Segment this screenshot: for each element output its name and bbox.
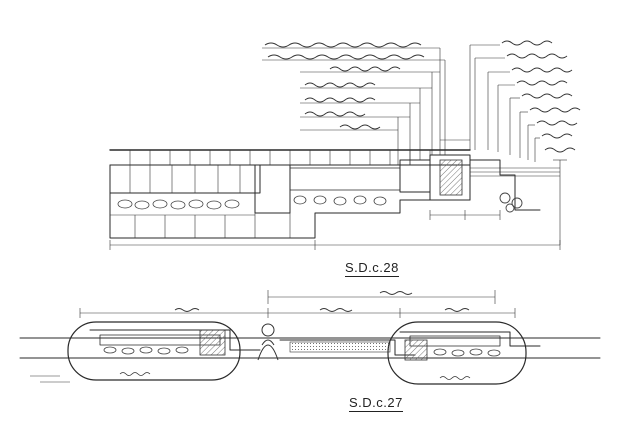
section-sdc28 bbox=[109, 40, 581, 250]
section-28-body bbox=[109, 139, 567, 250]
section-sdc27 bbox=[19, 290, 601, 385]
annotation-leaders bbox=[262, 44, 540, 165]
caption-sdc27: S.D.c.27 bbox=[349, 395, 403, 412]
annotation-scribbles bbox=[264, 40, 581, 153]
caption-sdc28: S.D.c.28 bbox=[345, 260, 399, 277]
